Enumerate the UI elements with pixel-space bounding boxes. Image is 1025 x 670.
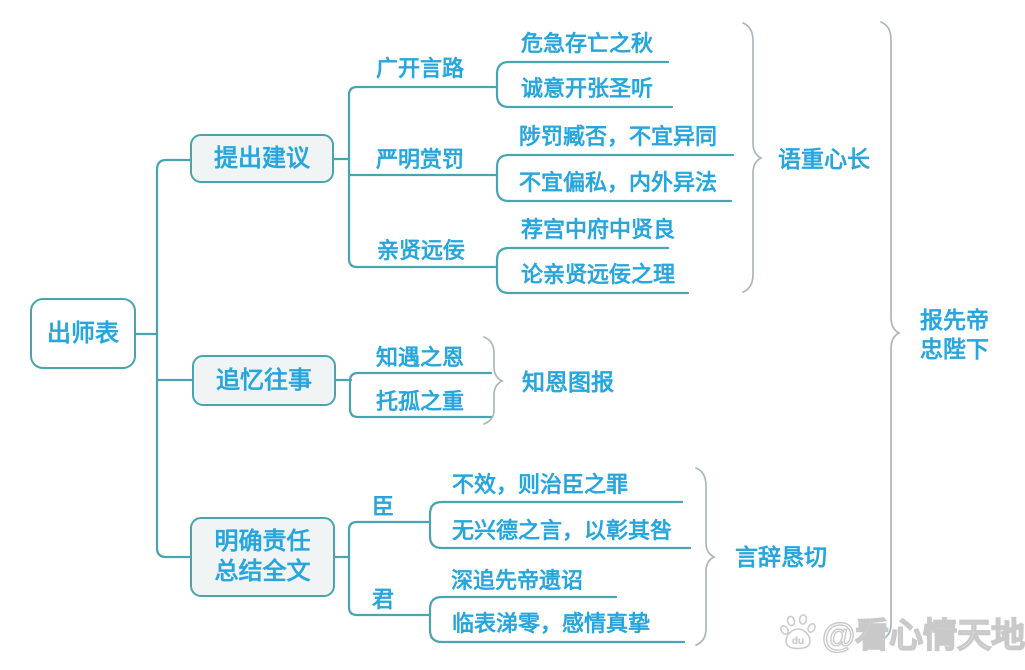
root-node-label: 出师表: [47, 319, 119, 347]
branch-node-1-label: 提出建议: [214, 144, 310, 172]
pair3-bracket: [495, 246, 690, 295]
trunk-to-branch3: [155, 332, 192, 559]
branch-node-3-label-line2: 总结全文: [214, 558, 311, 585]
brace-branch2-summary: [483, 336, 504, 425]
watermark-handle: @看心情天地: [821, 616, 1025, 655]
branch1-bracket: [347, 85, 499, 269]
branch-node-3: 明确责任 总结全文: [190, 517, 335, 597]
branch-node-3-label-line1: 明确责任: [214, 528, 311, 555]
leaf-text-2-a: 知遇之恩: [376, 345, 465, 370]
leaf-text-1-2b: 不宜偏私，内外异法: [519, 170, 718, 195]
leaf-text-3-1a: 不效，则治臣之罪: [452, 472, 629, 497]
overall-summary-line1: 报先帝: [920, 307, 989, 333]
summary-label-branch2: 知恩图报: [522, 369, 614, 395]
leaf-text-3-2b: 临表涕零，感情真挚: [452, 611, 651, 636]
brace-branch3-summary: [695, 467, 716, 646]
watermark: du @看心情天地: [780, 608, 1025, 657]
subtopic-label-1-1: 广开言路: [376, 56, 465, 81]
overall-summary-line2: 忠陛下: [920, 336, 989, 362]
leaf-text-2-b: 托孤之重: [376, 389, 465, 414]
branch-node-1: 提出建议: [190, 134, 334, 183]
branch3-bracket: [347, 520, 432, 617]
pair2-bracket: [495, 153, 735, 203]
pair-chen-bracket: [428, 500, 692, 550]
brace-branch1-summary: [742, 22, 763, 293]
baidu-paw-icon: du: [780, 613, 816, 649]
leaf-text-1-3b: 论亲贤远佞之理: [521, 262, 676, 287]
teal-connectors: [134, 60, 735, 644]
paw-du-text: du: [792, 636, 804, 647]
pair-jun-bracket: [428, 595, 686, 644]
branch-node-2: 追忆往事: [192, 355, 336, 406]
subtopic-label-3-1: 臣: [372, 494, 395, 519]
leaf-text-1-1b: 诚意开张圣听: [521, 76, 654, 101]
leaf-text-1-2a: 陟罚臧否，不宜异同: [519, 124, 718, 149]
leaf-text-1-1a: 危急存亡之秋: [521, 31, 654, 56]
summary-braces: [483, 21, 901, 646]
summary-label-branch3: 言辞恳切: [735, 544, 827, 570]
trunk-to-branch1: [155, 158, 192, 336]
subtopic-label-1-2: 严明赏罚: [376, 147, 465, 172]
summary-label-branch1: 语重心长: [778, 146, 870, 172]
branch2-pair-bracket: [348, 371, 493, 419]
overall-summary-label: 报先帝 忠陛下: [920, 306, 989, 364]
subtopic-label-1-3: 亲贤远佞: [377, 238, 466, 263]
subtopic-label-3-2: 君: [372, 587, 395, 612]
leaf-text-1-3a: 荐宫中府中贤良: [521, 217, 676, 242]
leaf-text-3-1b: 无兴德之言，以彰其咎: [452, 518, 673, 543]
branch-node-2-label: 追忆往事: [216, 366, 312, 394]
pair1-bracket: [495, 60, 674, 109]
brace-overall-summary: [880, 21, 901, 641]
leaf-text-3-2a: 深追先帝遗诏: [451, 568, 584, 593]
root-node: 出师表: [30, 298, 136, 369]
